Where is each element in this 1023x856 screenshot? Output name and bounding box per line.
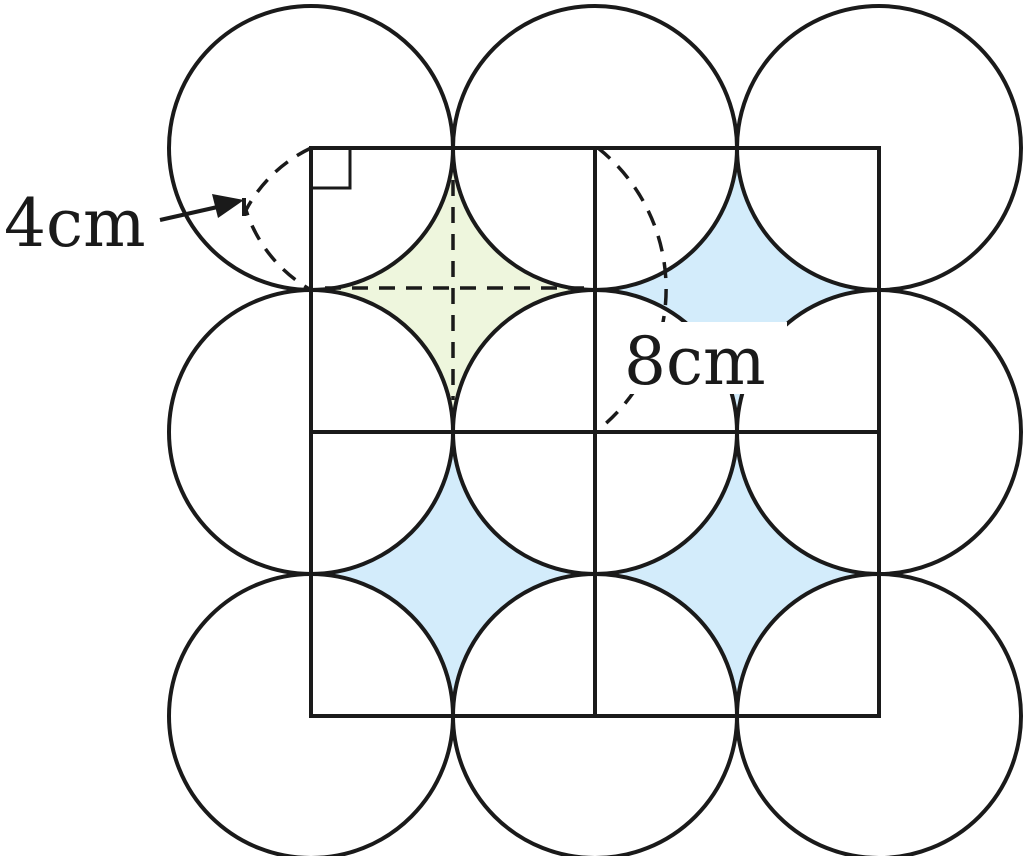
dashed-radius-arc [244,146,312,292]
dashed-construction [244,146,668,432]
label-radius: 4cm [4,185,146,262]
dashed-side-arc [596,146,668,432]
arrow [159,194,246,222]
label-square-side: 8cm [624,323,766,400]
arrow-head-icon [212,194,244,218]
square-grid [309,146,881,718]
shaded-region-top-right [595,148,879,432]
right-angle-marker [311,148,352,190]
arrow-shaft [159,204,223,222]
circles [167,4,1023,856]
shaded-region-bottom-left [311,432,595,716]
circle-r3-c3 [735,572,1023,856]
shaded-region-bottom-right [595,432,879,716]
label-bg-8cm [622,322,787,394]
